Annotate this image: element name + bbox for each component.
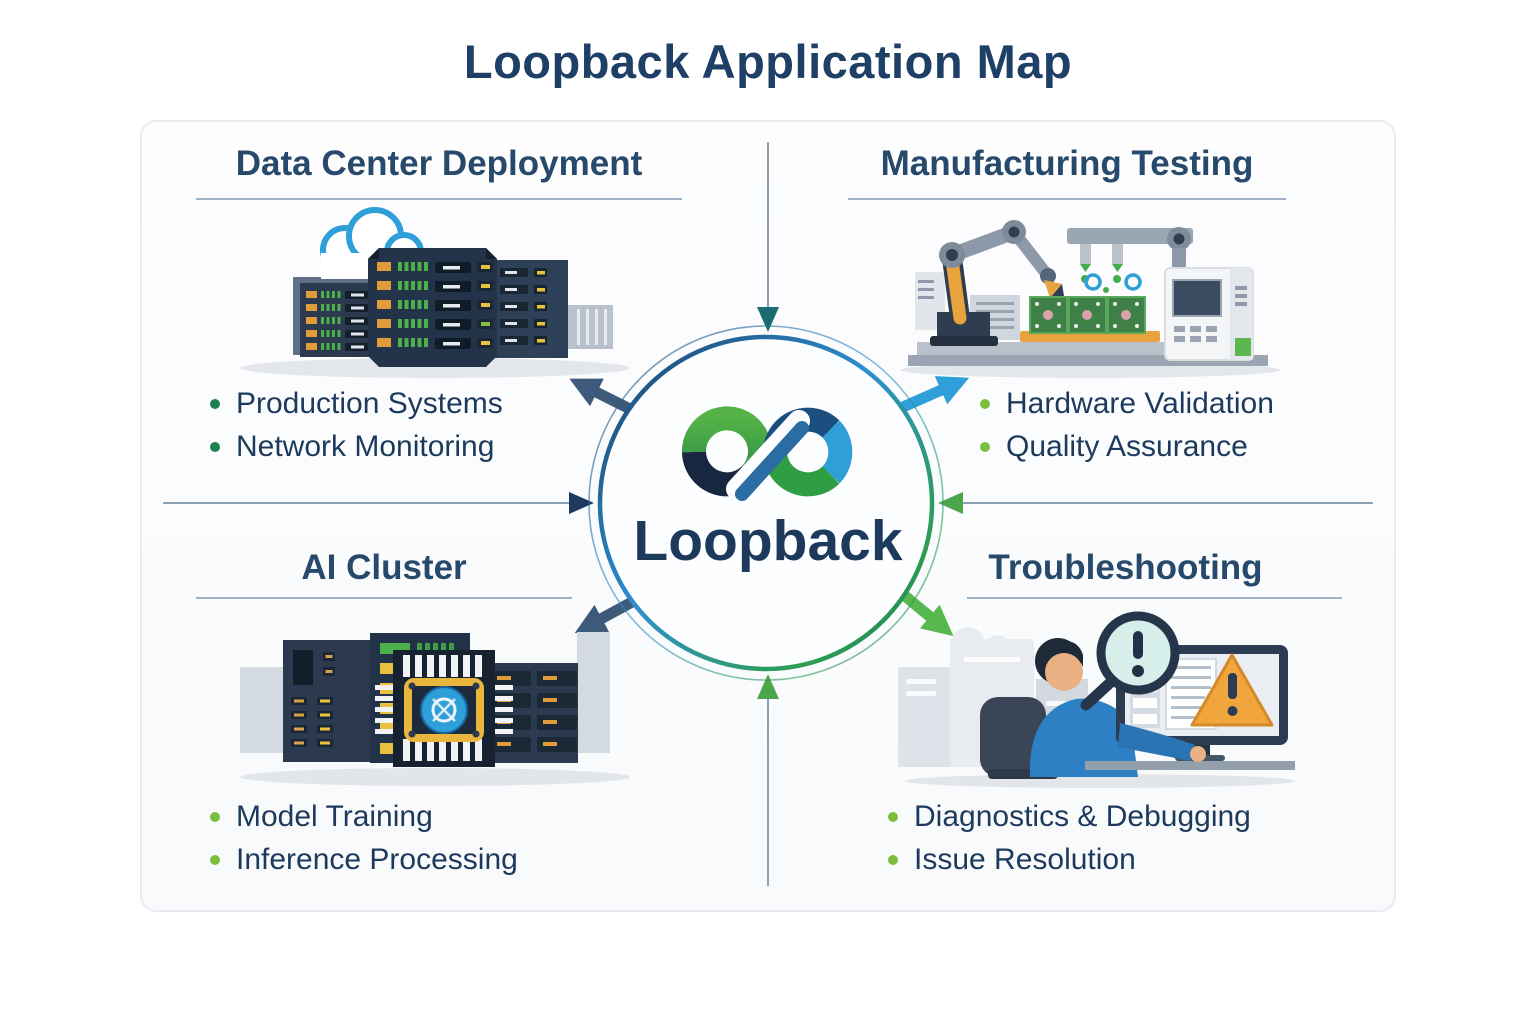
bullet-text: Diagnostics & Debugging bbox=[914, 799, 1251, 833]
list-item: Network Monitoring bbox=[210, 425, 503, 468]
bullet-list: Model Training Inference Processing bbox=[210, 795, 518, 881]
server-rack bbox=[300, 283, 377, 357]
list-item: Inference Processing bbox=[210, 838, 518, 881]
pcb-boards bbox=[1020, 273, 1160, 342]
arm bbox=[1118, 723, 1195, 761]
robot-arm-pcb-test-icon bbox=[900, 220, 1280, 378]
warning-triangle-icon bbox=[1190, 653, 1274, 727]
bullet-text: Model Training bbox=[236, 799, 433, 833]
quadrant-title: AI Cluster bbox=[301, 548, 467, 587]
bullet-dot bbox=[210, 811, 220, 822]
quadrant-title: Manufacturing Testing bbox=[880, 144, 1254, 183]
bullet-list: Production Systems Network Monitoring bbox=[210, 382, 503, 468]
list-item: Hardware Validation bbox=[980, 382, 1274, 425]
title-underline bbox=[967, 597, 1342, 599]
title-underline bbox=[848, 198, 1286, 200]
server-racks-cloud-icon bbox=[240, 207, 630, 378]
magnifier-alert-icon bbox=[1080, 611, 1180, 711]
bullet-text: Production Systems bbox=[236, 386, 503, 420]
bullet-dot bbox=[980, 398, 990, 409]
bullet-text: Hardware Validation bbox=[1006, 386, 1274, 420]
quadrant-data-center-deployment: Data Center Deployment bbox=[140, 120, 768, 503]
robot-arm-icon bbox=[930, 220, 1064, 346]
server-rack bbox=[283, 640, 373, 762]
desk bbox=[1085, 761, 1295, 770]
server-rack-main bbox=[368, 248, 497, 367]
quadrant-manufacturing-testing: Manufacturing Testing bbox=[768, 120, 1396, 503]
ai-chip-icon bbox=[375, 650, 513, 767]
bullet-list: Hardware Validation Quality Assurance bbox=[980, 382, 1274, 468]
technician-diagnostics-icon bbox=[898, 611, 1295, 788]
quadrant-ai-cluster: AI Cluster bbox=[140, 503, 768, 912]
bullet-dot bbox=[888, 854, 898, 865]
ai-chip-servers-icon bbox=[240, 632, 630, 786]
page-title: Loopback Application Map bbox=[463, 35, 1073, 88]
server-rack bbox=[483, 663, 578, 763]
quadrant-troubleshooting: Troubleshooting bbox=[768, 503, 1396, 912]
bullet-dot bbox=[210, 854, 220, 865]
quadrant-title: Data Center Deployment bbox=[235, 144, 643, 183]
test-instrument bbox=[1164, 267, 1254, 361]
bullet-text: Quality Assurance bbox=[1006, 429, 1248, 463]
hand bbox=[1190, 746, 1206, 762]
bullet-text: Inference Processing bbox=[236, 842, 518, 876]
bullet-list: Diagnostics & Debugging Issue Resolution bbox=[888, 795, 1251, 881]
title-underline bbox=[196, 198, 682, 200]
monitor bbox=[1116, 645, 1288, 761]
technician-person bbox=[1029, 638, 1138, 777]
list-item: Quality Assurance bbox=[980, 425, 1274, 468]
bullet-text: Network Monitoring bbox=[236, 429, 495, 463]
bullet-text: Issue Resolution bbox=[914, 842, 1136, 876]
bullet-dot bbox=[210, 398, 220, 409]
bullet-dot bbox=[980, 441, 990, 452]
list-item: Production Systems bbox=[210, 382, 503, 425]
server-rack bbox=[492, 260, 568, 358]
face bbox=[1045, 653, 1083, 691]
bullet-dot bbox=[210, 441, 220, 452]
list-item: Model Training bbox=[210, 795, 518, 838]
bullet-dot bbox=[888, 811, 898, 822]
list-item: Diagnostics & Debugging bbox=[888, 795, 1251, 838]
quadrant-title: Troubleshooting bbox=[988, 548, 1263, 587]
title-underline bbox=[196, 597, 572, 599]
list-item: Issue Resolution bbox=[888, 838, 1251, 881]
